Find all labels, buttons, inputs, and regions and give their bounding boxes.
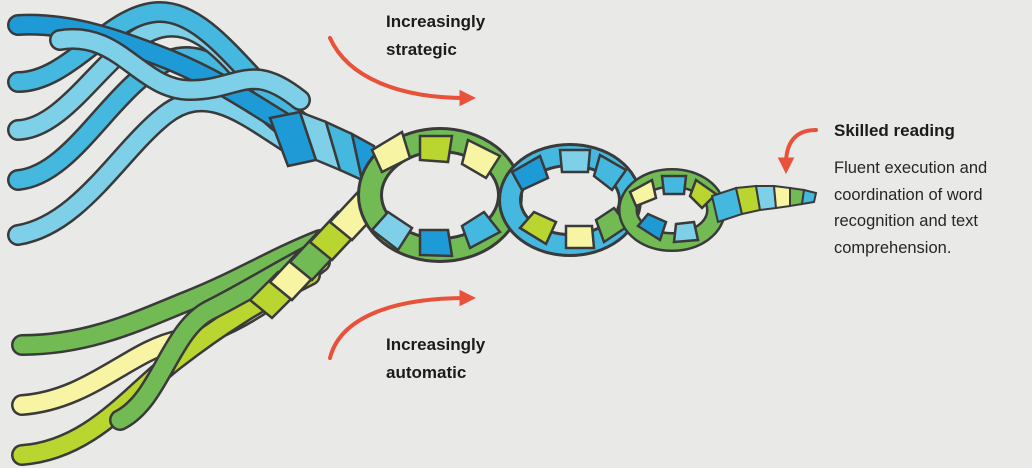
skilled-description-line-1: Fluent execution and [834, 155, 1030, 182]
braid-loop-1-segment [420, 136, 452, 162]
tail-segment [756, 186, 776, 210]
automatic-label-line-2: automatic [386, 359, 536, 387]
braid-loop-2-segment [566, 226, 594, 248]
braid-loop-3-segment [662, 176, 686, 194]
skilled-reading-description: Fluent execution and coordination of wor… [834, 155, 1030, 261]
automatic-label-line-1: Increasingly [386, 331, 536, 359]
skilled-description-line-4: comprehension. [834, 235, 1030, 262]
skilled-description-line-3: recognition and text [834, 208, 1030, 235]
skilled-arrow-icon [786, 130, 816, 164]
upper-strands [18, 12, 305, 235]
rope-tail [712, 186, 816, 222]
braid-loop-2-segment [560, 150, 590, 172]
central-braid [370, 132, 716, 256]
automatic-label: Increasingly automatic [386, 331, 536, 387]
strategic-label: Increasingly strategic [386, 8, 536, 64]
tail-segment [802, 190, 816, 204]
braid-loop-1-segment [420, 230, 452, 256]
strategic-label-line-1: Increasingly [386, 8, 536, 36]
braid-loop-3-segment [674, 222, 698, 242]
tail-segment [774, 186, 790, 208]
skilled-description-line-2: coordination of word [834, 182, 1030, 209]
lower-strands [22, 240, 320, 455]
strategic-label-line-2: strategic [386, 36, 536, 64]
skilled-reading-title: Skilled reading [834, 117, 1024, 145]
